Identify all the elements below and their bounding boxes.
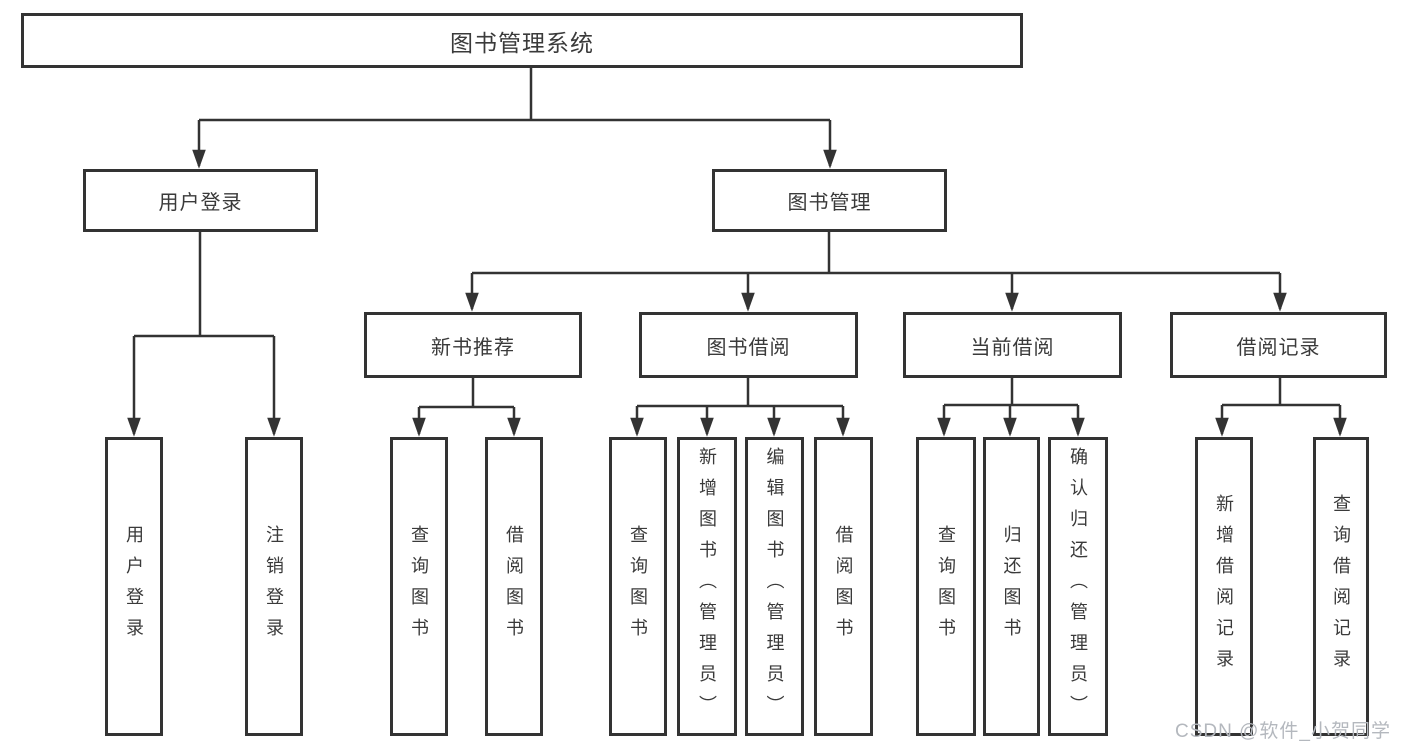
leaf-query-books-current-label: 查询图书 [936,524,956,649]
leaf-query-borrow-record: 查询借阅记录 [1313,437,1369,736]
leaf-borrow-books-label: 借阅图书 [833,524,854,649]
leaf-query-books-borrow-label: 查询图书 [628,524,648,649]
leaf-logout-label: 注销登录 [264,524,284,649]
node-current-borrowing: 当前借阅 [903,312,1122,378]
node-book-borrowing: 图书借阅 [639,312,858,378]
leaf-query-books-borrow: 查询图书 [609,437,667,736]
leaf-edit-book-admin: 编辑图书（管理员） [745,437,804,736]
node-borrowing-records: 借阅记录 [1170,312,1387,378]
node-new-book-recommend: 新书推荐 [364,312,582,378]
node-book-management: 图书管理 [712,169,947,232]
leaf-user-login-label: 用户登录 [124,524,144,649]
node-root: 图书管理系统 [21,13,1023,68]
leaf-borrow-books-recommend-label: 借阅图书 [504,524,524,649]
leaf-add-book-admin: 新增图书（管理员） [677,437,737,736]
leaf-return-book-label: 归还图书 [1001,524,1022,649]
leaf-confirm-return-admin-label: 确认归还（管理员） [1068,447,1088,726]
leaf-borrow-books: 借阅图书 [814,437,873,736]
leaf-confirm-return-admin: 确认归还（管理员） [1048,437,1108,736]
leaf-add-book-admin-label: 新增图书（管理员） [697,447,717,726]
watermark: CSDN @软件_小贺同学 [1175,721,1391,742]
leaf-return-book: 归还图书 [983,437,1040,736]
leaf-query-books-recommend: 查询图书 [390,437,448,736]
leaf-add-borrow-record: 新增借阅记录 [1195,437,1253,736]
leaf-logout: 注销登录 [245,437,303,736]
node-user-login: 用户登录 [83,169,318,232]
leaf-query-books-recommend-label: 查询图书 [409,524,429,649]
leaf-edit-book-admin-label: 编辑图书（管理员） [764,447,785,726]
leaf-query-borrow-record-label: 查询借阅记录 [1331,493,1351,680]
leaf-query-books-current: 查询图书 [916,437,976,736]
leaf-user-login: 用户登录 [105,437,163,736]
leaf-add-borrow-record-label: 新增借阅记录 [1214,493,1234,680]
leaf-borrow-books-recommend: 借阅图书 [485,437,543,736]
